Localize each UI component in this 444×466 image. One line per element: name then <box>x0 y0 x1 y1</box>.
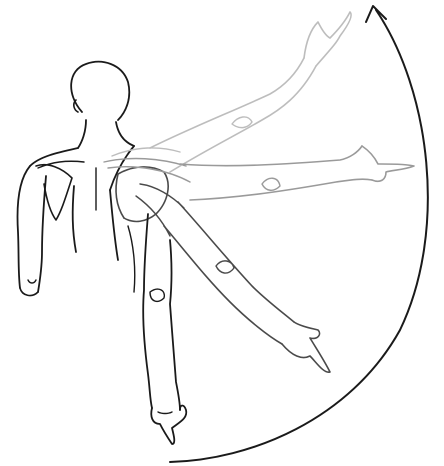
torso-outline <box>30 62 134 260</box>
arm-hanging <box>143 214 186 444</box>
arm-horizontal <box>180 146 414 200</box>
arm-raised-high <box>150 12 351 172</box>
arm-diagonal <box>164 202 330 372</box>
curved-arrow-icon <box>170 6 428 462</box>
